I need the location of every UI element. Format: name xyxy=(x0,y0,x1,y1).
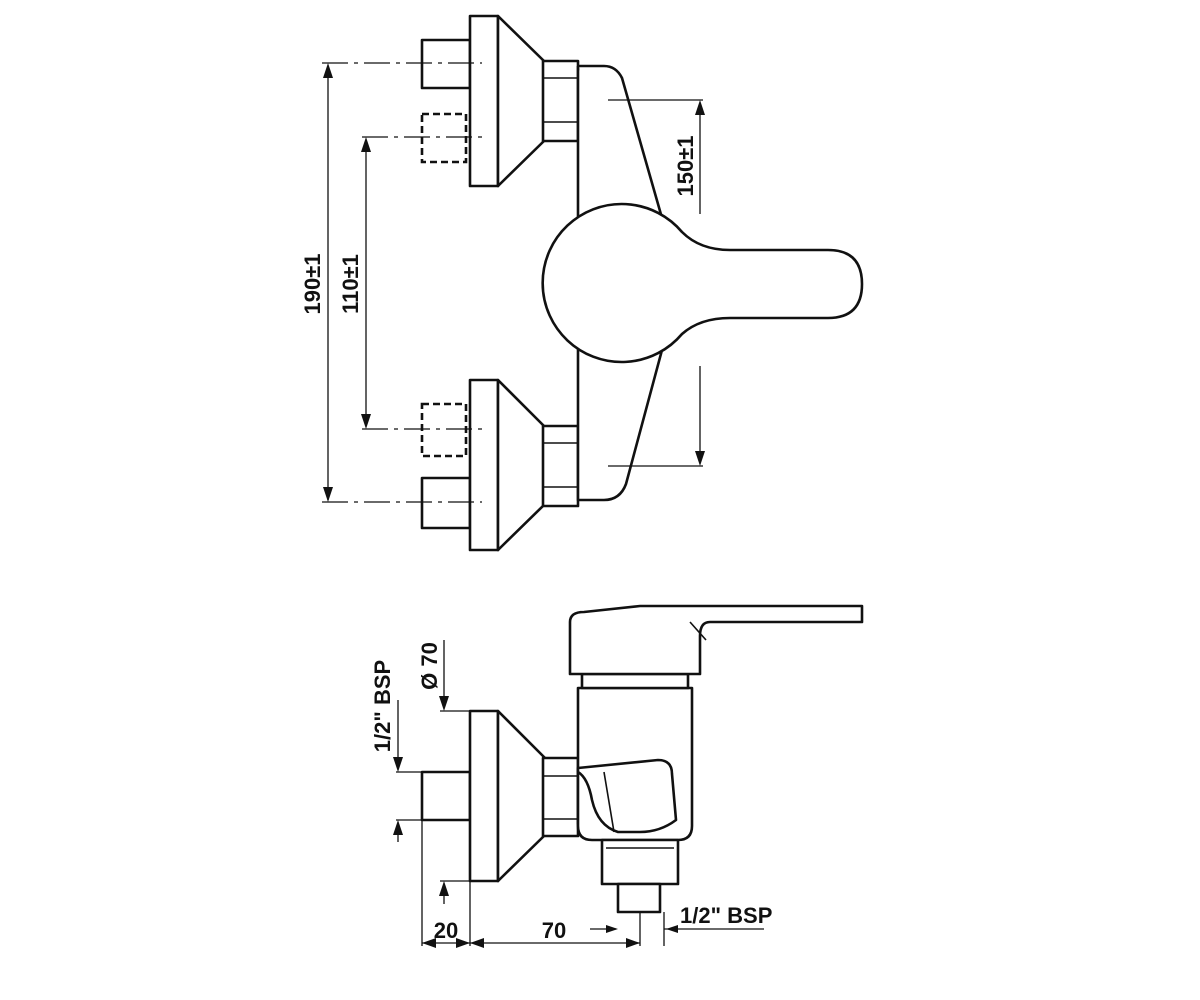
side-bonnet-ring xyxy=(580,672,690,690)
lever-handle-side xyxy=(568,604,864,676)
label-inlet-centers: 110±1 xyxy=(338,254,363,314)
label-overall-height: 190±1 xyxy=(300,253,325,314)
dim-outlet-offset: 70 xyxy=(470,918,640,948)
lever-handle-edge xyxy=(689,621,707,641)
label-flange-diameter: Ø 70 xyxy=(417,642,442,690)
side-arm-curve xyxy=(603,771,615,833)
dim-handle-span: 150±1 xyxy=(673,100,705,466)
lower-flange-plate xyxy=(468,378,500,552)
lower-hidden-inlet xyxy=(420,402,468,458)
dim-inlet-centers: 110±1 xyxy=(338,137,371,429)
side-outlet-body xyxy=(600,838,680,886)
label-handle-span: 150±1 xyxy=(673,135,698,196)
lower-inlet-pipe xyxy=(420,476,472,530)
lower-hex-nut xyxy=(541,424,580,508)
dim-inlet-depth: 20 xyxy=(422,918,470,948)
upper-inlet-pipe xyxy=(420,38,472,90)
label-outlet-thread: 1/2" BSP xyxy=(680,903,772,928)
top-view: 190±1 110±1 150±1 xyxy=(300,14,864,552)
side-hex-nut xyxy=(541,756,580,838)
upper-hidden-inlet xyxy=(420,112,468,164)
dim-side-thread: 1/2" BSP xyxy=(370,660,403,842)
dim-overall-height: 190±1 xyxy=(300,63,333,502)
side-inlet-pipe xyxy=(420,770,472,822)
dim-outlet-thread: 1/2" BSP xyxy=(664,903,772,933)
side-flange-plate xyxy=(468,709,500,883)
side-flange-cone xyxy=(496,709,547,883)
label-side-thread: 1/2" BSP xyxy=(370,660,395,752)
lever-handle-top xyxy=(541,202,864,364)
label-inlet-depth: 20 xyxy=(434,918,458,943)
side-arm-front xyxy=(576,758,678,834)
side-outlet-thread xyxy=(616,882,662,914)
label-outlet-offset: 70 xyxy=(542,918,566,943)
lower-flange-cone xyxy=(496,378,547,552)
side-view: Ø 70 1/2" BSP 20 70 xyxy=(370,604,864,948)
upper-hex-nut xyxy=(541,59,580,143)
upper-flange-plate xyxy=(468,14,500,188)
upper-flange-cone xyxy=(496,14,547,188)
dim-flange-diameter: Ø 70 xyxy=(417,640,449,904)
